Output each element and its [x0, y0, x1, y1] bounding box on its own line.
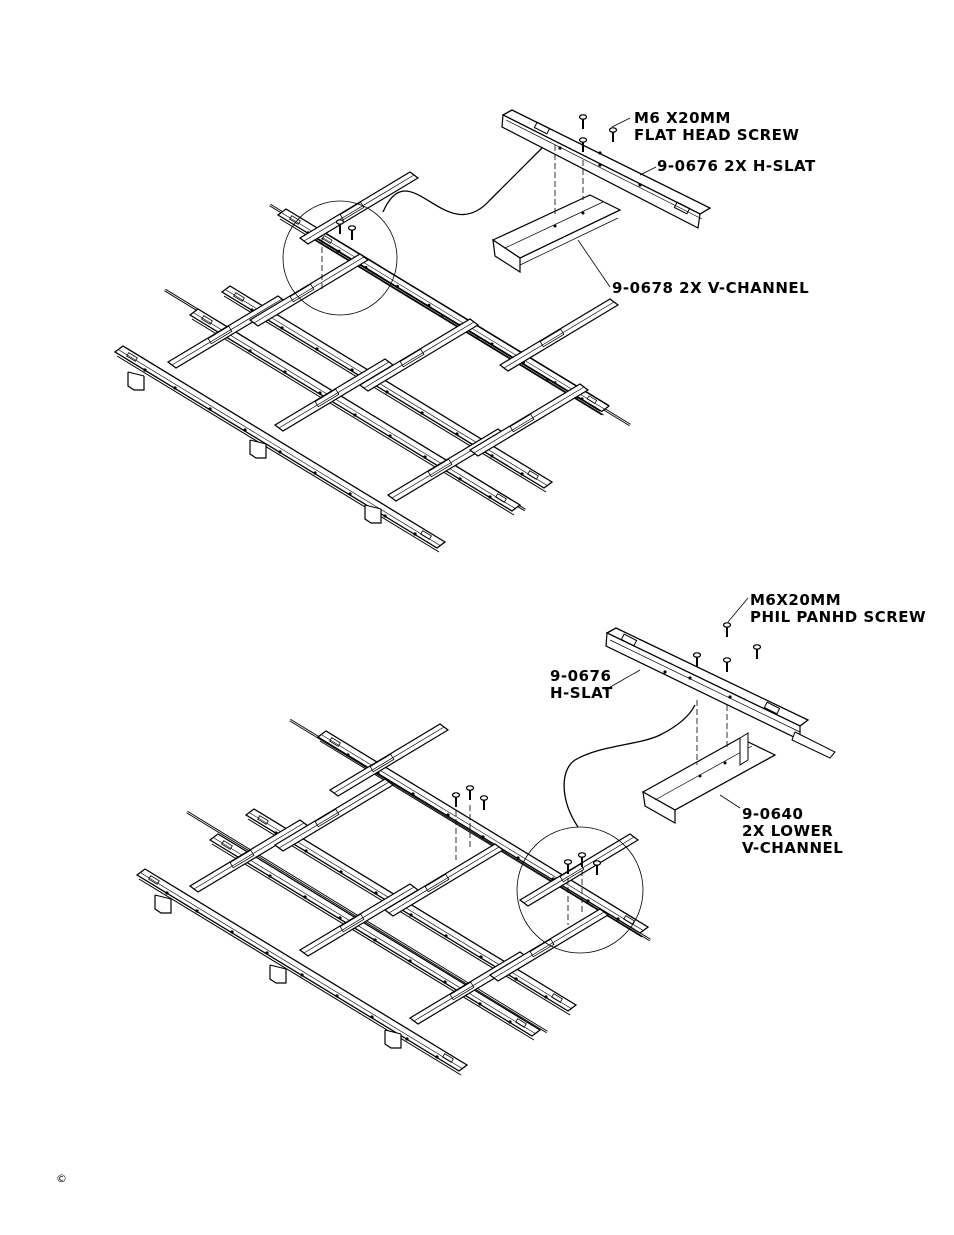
copyright-symbol: ©: [56, 1172, 67, 1185]
bottom-channel-label-line3: V-CHANNEL: [742, 839, 844, 857]
bottom-screw-label-line2: PHIL PANHD SCREW: [750, 608, 927, 626]
bottom-slat-label-line2: H-SLAT: [550, 684, 613, 702]
top-screw-label-line1: M6 X20MM: [634, 109, 731, 127]
top-assembly: [114, 109, 712, 553]
bottom-slat-label-line1: 9-0676: [550, 667, 612, 685]
bottom-screw-label-line1: M6X20MM: [750, 591, 842, 609]
bottom-channel-label-line1: 9-0640: [742, 805, 804, 823]
top-slat-label: 9-0676 2X H-SLAT: [657, 157, 816, 175]
bottom-assembly: [136, 597, 836, 1076]
top-channel-label: 9-0678 2X V-CHANNEL: [612, 279, 810, 297]
top-screw-label-line2: FLAT HEAD SCREW: [634, 126, 800, 144]
bottom-channel-label-line2: 2X LOWER: [742, 822, 834, 840]
